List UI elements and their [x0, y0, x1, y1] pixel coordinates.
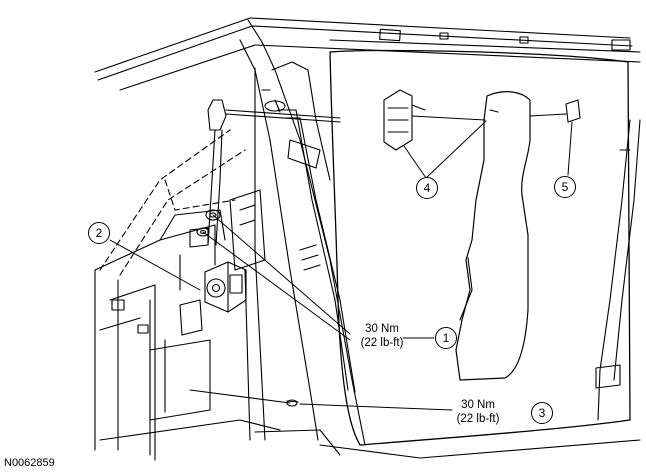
inner-body-panel — [94, 189, 341, 461]
seatbelt-webbing — [277, 109, 356, 393]
figure-id: N0062859 — [4, 457, 55, 469]
b-pillar — [239, 19, 366, 446]
callout-3: 3 — [531, 402, 553, 424]
cover-clip — [383, 89, 486, 151]
floor-edge — [319, 439, 641, 459]
callout-5: 5 — [554, 176, 576, 198]
roof-rail — [94, 17, 641, 91]
retractor — [179, 227, 247, 336]
bolts — [196, 209, 221, 237]
upper-anchor-assembly — [207, 99, 341, 246]
trim-panel — [455, 91, 531, 381]
right-pillar — [595, 119, 641, 421]
torque-spec-3-imperial: (22 lb-ft) — [456, 413, 500, 425]
torque-spec-3-value: 30 Nm — [461, 399, 495, 411]
callout-4: 4 — [416, 177, 438, 199]
small-clip — [529, 99, 581, 123]
torque-spec-1-value: 30 Nm — [365, 323, 399, 335]
window-opening — [329, 49, 631, 446]
torque-spec-1-imperial: (22 lb-ft) — [360, 337, 404, 349]
lower-anchor-bolt — [189, 389, 299, 407]
leader-lines — [109, 120, 573, 411]
callout-2: 2 — [88, 222, 110, 244]
door-frame-dashed — [99, 129, 246, 276]
callout-1: 1 — [435, 327, 457, 349]
